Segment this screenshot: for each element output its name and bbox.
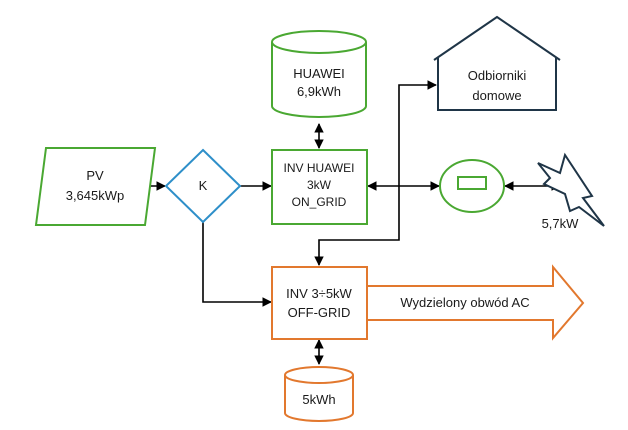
home-loads-label-2: domowe bbox=[472, 88, 521, 103]
lightning-icon bbox=[537, 152, 605, 227]
inverter-offgrid: INV 3÷5kW OFF-GRID bbox=[271, 266, 368, 340]
pv-power: 3,645kWp bbox=[66, 188, 125, 203]
inverter-offgrid-mode: OFF-GRID bbox=[288, 305, 351, 320]
inverter-huawei-name: INV HUAWEI bbox=[284, 161, 355, 175]
energy-meter bbox=[439, 159, 505, 213]
connector-switch-to-inv-offgrid bbox=[202, 222, 272, 307]
offgrid-battery: 5kWh bbox=[284, 366, 354, 422]
home-loads-label: Odbiorniki bbox=[468, 68, 527, 83]
pv-array: PV 3,645kWp bbox=[34, 147, 157, 226]
offgrid-battery-capacity: 5kWh bbox=[302, 392, 335, 407]
switch-k-label: K bbox=[199, 178, 208, 193]
connectors bbox=[145, 80, 561, 365]
inverter-huawei: INV HUAWEI 3kW ON_GRID bbox=[271, 149, 368, 225]
dedicated-circuit-label: Wydzielony obwód AC bbox=[400, 295, 529, 310]
huawei-battery-capacity: 6,9kWh bbox=[297, 84, 341, 99]
pv-label: PV bbox=[86, 168, 104, 183]
inverter-huawei-mode: ON_GRID bbox=[292, 195, 347, 209]
grid-power: 5,7kW bbox=[542, 216, 580, 231]
inverter-huawei-power: 3kW bbox=[307, 178, 332, 192]
connector-to-inv-offgrid bbox=[314, 186, 400, 266]
home-loads: Odbiorniki domowe bbox=[433, 15, 561, 111]
connector-to-home-loads bbox=[398, 80, 437, 186]
switch-k: K bbox=[164, 148, 242, 224]
inverter-offgrid-name: INV 3÷5kW bbox=[286, 286, 352, 301]
meter-display-icon bbox=[457, 176, 487, 190]
huawei-battery: HUAWEI 6,9kWh bbox=[271, 30, 367, 118]
grid: 5,7kW bbox=[537, 152, 605, 231]
house-icon bbox=[433, 15, 561, 111]
huawei-battery-label: HUAWEI bbox=[293, 66, 345, 81]
dedicated-circuit-arrow: Wydzielony obwód AC bbox=[366, 264, 585, 341]
